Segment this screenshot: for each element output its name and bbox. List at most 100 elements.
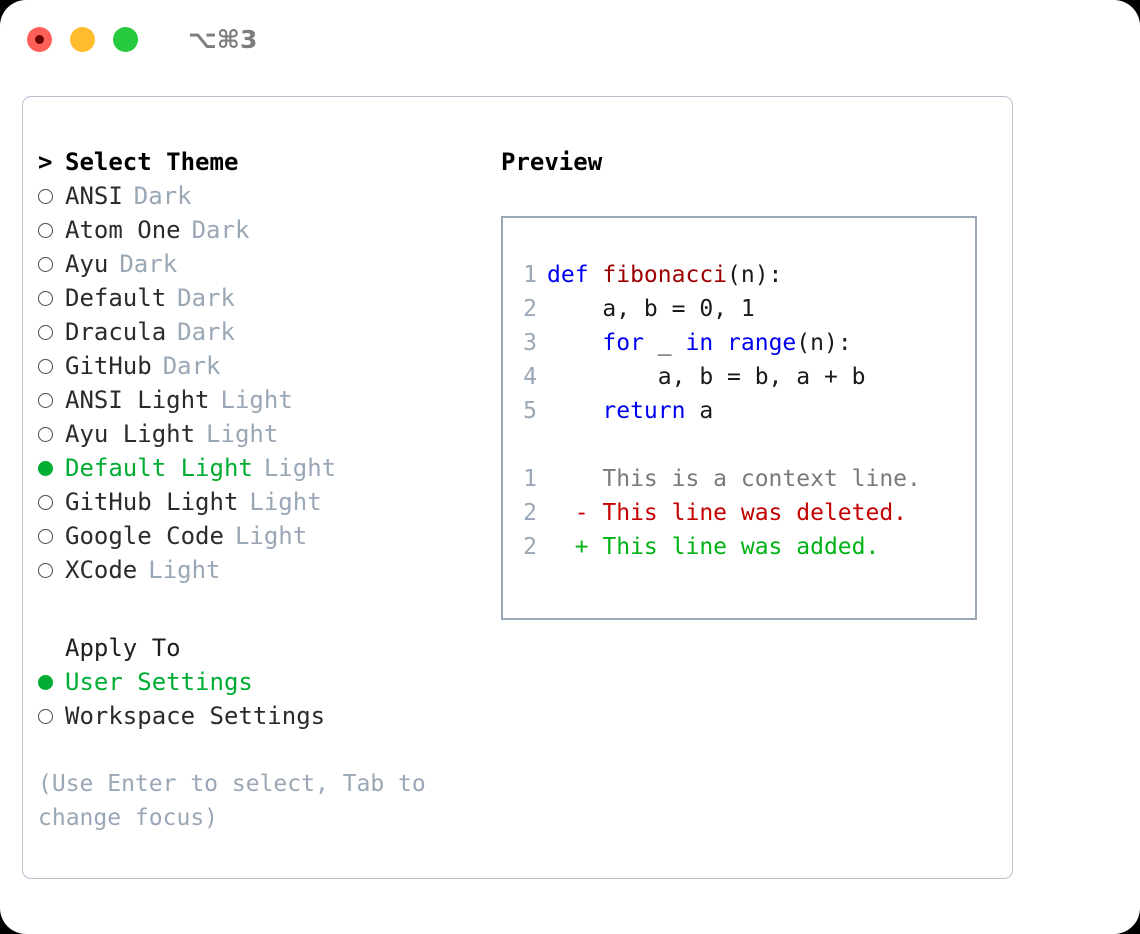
theme-variant-tag: Dark [119, 250, 178, 278]
theme-variant-tag: Dark [191, 216, 250, 244]
code-token: _ [657, 330, 686, 356]
theme-name-label: Ayu [65, 250, 109, 278]
preview-spacer [503, 428, 975, 462]
theme-list-item[interactable]: ANSI Light Light [38, 383, 478, 417]
radio-unselected-icon[interactable] [38, 256, 65, 272]
code-token: def [547, 262, 603, 288]
theme-variant-tag: Light [220, 386, 293, 414]
radio-unselected-icon[interactable] [38, 222, 65, 238]
radio-unselected-icon[interactable] [38, 358, 65, 374]
traffic-light-group [27, 26, 138, 52]
radio-selected-icon[interactable] [38, 674, 65, 690]
diff-line: 1 This is a context line. [503, 462, 975, 496]
code-line-number: 3 [523, 330, 537, 356]
radio-mark-icon [38, 426, 53, 442]
theme-name-label: GitHub [65, 352, 152, 380]
window-titlebar: ⌥⌘3 [0, 0, 1140, 78]
radio-unselected-icon[interactable] [38, 324, 65, 340]
radio-unselected-icon[interactable] [38, 290, 65, 306]
code-line: 2 a, b = 0, 1 [503, 292, 975, 326]
code-token: (n): [727, 262, 783, 288]
theme-name-label: GitHub Light [65, 488, 239, 516]
code-token: in [685, 330, 728, 356]
apply-to-label: User Settings [65, 668, 253, 696]
code-line-number: 1 [523, 262, 537, 288]
code-line: 4 a, b = b, a + b [503, 360, 975, 394]
apply-to-header-label: Apply To [65, 634, 181, 662]
radio-mark-icon [38, 528, 53, 544]
radio-mark-icon [38, 708, 53, 724]
theme-list-item[interactable]: Ayu Dark [38, 247, 478, 281]
code-line-number: 4 [523, 364, 537, 390]
radio-unselected-icon[interactable] [38, 426, 65, 442]
radio-unselected-icon[interactable] [38, 562, 65, 578]
recording-indicator-icon [35, 34, 44, 44]
theme-name-label: Ayu Light [65, 420, 196, 448]
radio-unselected-icon[interactable] [38, 494, 65, 510]
theme-name-label: XCode [65, 556, 138, 584]
close-button-icon[interactable] [27, 26, 52, 52]
diff-line-number: 2 [523, 534, 537, 560]
code-line-text: for _ in range(n): [547, 326, 852, 360]
theme-list-item[interactable]: GitHub Dark [38, 349, 478, 383]
apply-to-list-item[interactable]: Workspace Settings [38, 699, 478, 733]
maximize-button-icon[interactable] [113, 26, 138, 52]
theme-list-item[interactable]: Ayu Light Light [38, 417, 478, 451]
radio-unselected-icon[interactable] [38, 188, 65, 204]
theme-variant-tag: Dark [162, 352, 221, 380]
code-line-number: 5 [523, 398, 537, 424]
code-line-text: def fibonacci(n): [547, 258, 782, 292]
theme-name-label: ANSI [65, 182, 123, 210]
theme-variant-tag: Light [206, 420, 279, 448]
code-token: a [699, 398, 714, 424]
theme-variant-tag: Dark [133, 182, 192, 210]
window-title: ⌥⌘3 [188, 24, 258, 54]
theme-name-label: ANSI Light [65, 386, 210, 414]
code-token: fibonacci [602, 262, 728, 288]
theme-name-label: Dracula [65, 318, 167, 346]
diff-line-text: - This line was deleted. [547, 500, 908, 526]
apply-to-header: Apply To [38, 631, 478, 665]
radio-selected-icon[interactable] [38, 460, 65, 476]
radio-unselected-icon[interactable] [38, 392, 65, 408]
code-token: return [602, 398, 700, 424]
prompt-caret-icon: > [38, 148, 53, 176]
code-token: (n): [796, 330, 852, 356]
diff-sample: 1 This is a context line. 2 - This line w… [503, 462, 975, 564]
theme-list-item[interactable]: XCode Light [38, 553, 478, 587]
diff-line-number: 1 [523, 466, 537, 492]
preview-label: Preview [501, 148, 603, 176]
radio-unselected-icon[interactable] [38, 708, 65, 724]
minimize-button-icon[interactable] [70, 26, 95, 52]
code-line: 3 for _ in range(n): [503, 326, 975, 360]
theme-list-item[interactable]: ANSI Dark [38, 179, 478, 213]
theme-name-label: Atom One [65, 216, 181, 244]
radio-mark-icon [38, 494, 53, 510]
diff-line-text: + This line was added. [547, 534, 880, 560]
theme-name-label: Google Code [65, 522, 224, 550]
theme-list-item[interactable]: Atom One Dark [38, 213, 478, 247]
apply-to-list-item[interactable]: User Settings [38, 665, 478, 699]
code-line: 5 return a [503, 394, 975, 428]
code-line-number: 2 [523, 296, 537, 322]
radio-mark-icon [38, 460, 53, 476]
code-line-text: a, b = b, a + b [547, 360, 866, 394]
radio-unselected-icon[interactable] [38, 528, 65, 544]
code-token: a, b = b, a + b [657, 364, 866, 390]
radio-mark-icon [38, 324, 53, 340]
theme-variant-tag: Light [148, 556, 221, 584]
